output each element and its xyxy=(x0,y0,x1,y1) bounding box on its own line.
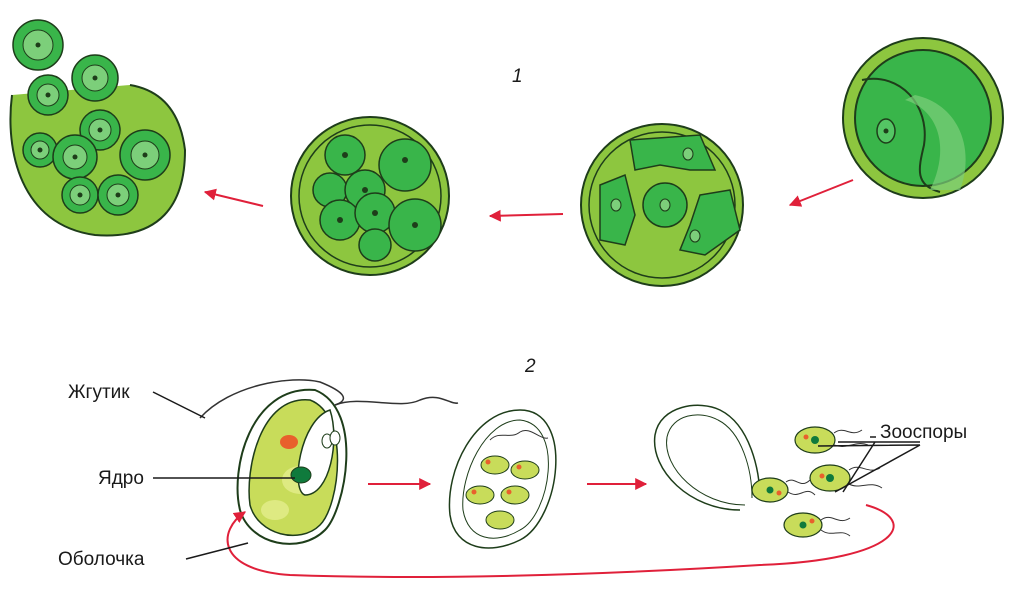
flagellum-leader xyxy=(153,392,205,418)
released-cells-stage xyxy=(10,20,185,235)
panel-number-2: 2 xyxy=(524,356,536,377)
nucleus-label: Ядро xyxy=(98,468,144,489)
panel-number-1: 1 xyxy=(512,66,523,87)
membrane-label: Оболочка xyxy=(58,549,145,570)
arrow-2 xyxy=(490,214,563,216)
zoospores-label: Зооспоры xyxy=(880,422,967,443)
four-cell-stage xyxy=(581,124,743,286)
arrow-1 xyxy=(790,180,853,205)
membrane-leader xyxy=(186,543,248,559)
arrow-3 xyxy=(205,192,263,206)
zoosporangium-cell xyxy=(449,410,555,548)
single-cell-stage xyxy=(843,38,1003,198)
zoospore-group xyxy=(752,427,882,537)
flagellum-label: Жгутик xyxy=(68,382,130,403)
flagellate-cell xyxy=(200,380,458,544)
multi-cell-stage xyxy=(291,117,449,275)
empty-sporangium xyxy=(655,405,760,510)
